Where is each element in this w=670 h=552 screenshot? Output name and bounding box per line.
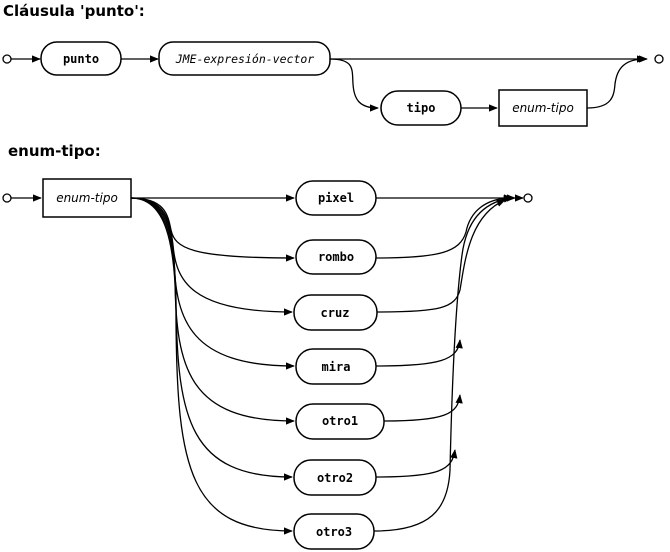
diagram-enum-tipo: enum-tipo: enum-tipo pixel rombo cruz mi… bbox=[2, 142, 533, 550]
option-otro2-label: otro2 bbox=[317, 471, 353, 485]
end-node-enum bbox=[523, 193, 533, 203]
option-pixel-label: pixel bbox=[318, 191, 354, 205]
start-node-enum bbox=[2, 193, 12, 203]
rejoin-from-mira bbox=[375, 339, 463, 367]
rejoin-from-otro2 bbox=[375, 449, 458, 478]
terminal-tipo-label: tipo bbox=[407, 101, 436, 115]
terminal-punto-label: punto bbox=[63, 52, 99, 66]
branch-to-otro1 bbox=[130, 197, 295, 425]
option-mira-label: mira bbox=[322, 360, 351, 374]
branch-to-mira bbox=[130, 197, 295, 370]
end-node bbox=[654, 54, 664, 64]
option-otro1-label: otro1 bbox=[322, 414, 358, 428]
rejoin-from-otro3 bbox=[373, 195, 513, 532]
expression-vector-label: JME-expresión-vector bbox=[175, 52, 315, 66]
nonterminal-enum-tipo-label: enum-tipo bbox=[56, 191, 118, 205]
rejoin-from-rombo bbox=[375, 194, 513, 259]
option-rombo bbox=[295, 239, 377, 275]
rejoin-from-otro1 bbox=[383, 394, 463, 422]
branch-to-cruz bbox=[130, 197, 293, 316]
option-cruz-label: cruz bbox=[321, 306, 350, 320]
branch-to-otro2 bbox=[130, 197, 293, 481]
branch-to-tipo bbox=[329, 58, 379, 112]
start-node bbox=[2, 54, 12, 64]
option-otro3-label: otro3 bbox=[316, 525, 352, 539]
rejoin-from-cruz bbox=[376, 199, 506, 313]
diagram-title-enum-tipo: enum-tipo: bbox=[8, 142, 101, 160]
diagram-punto-clause: Cláusula 'punto': punto JME-expresión-ve… bbox=[2, 2, 664, 127]
nonterminal-enum-tipo-ref-label: enum-tipo bbox=[512, 101, 574, 115]
branch-to-rombo bbox=[130, 197, 295, 262]
option-rombo-label: rombo bbox=[318, 250, 354, 264]
branch-tipo-rejoin bbox=[586, 55, 646, 109]
branch-to-otro3 bbox=[130, 197, 293, 535]
diagram-title-punto-clause: Cláusula 'punto': bbox=[3, 2, 145, 20]
